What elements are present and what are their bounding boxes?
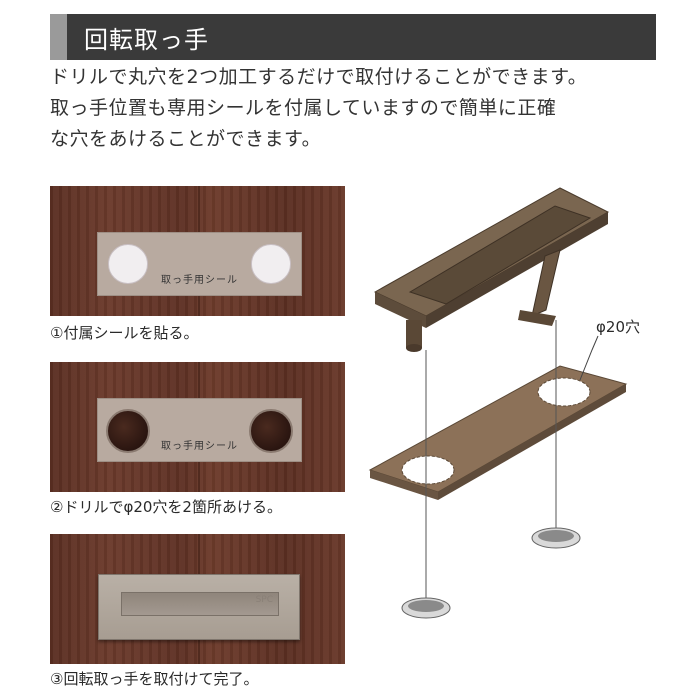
handle-side-face xyxy=(426,212,608,328)
step3-photo: SPC xyxy=(50,534,345,664)
handle-recess xyxy=(121,592,279,616)
sticker-circle-right xyxy=(251,244,291,284)
left-post-cap xyxy=(406,344,422,352)
door-hole-left-inner xyxy=(408,600,444,612)
template-plate-edge xyxy=(370,470,438,500)
intro-line: な穴をあけることができます。 xyxy=(50,128,322,150)
handle-inner-recess xyxy=(408,205,592,305)
drilled-sticker: 取っ手用シール xyxy=(97,398,302,462)
intro-text: ドリルで丸穴を2つ加工するだけで取付けることができます。 取っ手位置も専用シール… xyxy=(50,62,670,155)
installed-handle: SPC xyxy=(98,574,300,640)
step2-photo: 取っ手用シール xyxy=(50,362,345,492)
left-post xyxy=(406,320,422,348)
handle-mark: SPC xyxy=(255,595,273,605)
handle-sticker: 取っ手用シール xyxy=(97,232,302,296)
callout-leader xyxy=(579,335,599,381)
template-hole-right xyxy=(537,377,591,407)
intro-line: ドリルで丸穴を2つ加工するだけで取付けることができます。 xyxy=(50,66,588,88)
sticker-circle-left xyxy=(108,244,148,284)
step2-caption: ②ドリルでφ20穴を2箇所あける。 xyxy=(50,498,282,516)
section-header: 回転取っ手 xyxy=(50,14,656,60)
step1-caption: ①付属シールを貼る。 xyxy=(50,324,199,342)
drilled-hole-left xyxy=(106,409,150,453)
sticker-label: 取っ手用シール xyxy=(161,275,238,286)
drilled-hole-right xyxy=(249,409,293,453)
exploded-diagram xyxy=(360,170,680,630)
step1-photo: 取っ手用シール xyxy=(50,186,345,316)
intro-line: 取っ手位置も専用シールを付属していますので簡単に正確 xyxy=(50,97,557,119)
step3-caption: ③回転取っ手を取付けて完了。 xyxy=(50,670,259,688)
door-hole-right-inner xyxy=(538,530,574,542)
handle-front-face xyxy=(375,292,426,328)
diagram-svg xyxy=(368,187,628,619)
swivel-foot xyxy=(518,310,556,326)
section-title: 回転取っ手 xyxy=(84,26,209,54)
sticker-label: 取っ手用シール xyxy=(161,441,238,452)
hole-callout: φ20穴 xyxy=(596,318,640,336)
swivel-arm xyxy=(531,249,561,317)
header-accent-bar xyxy=(50,14,67,60)
template-hole-left xyxy=(401,455,455,485)
template-plate-side xyxy=(438,384,626,500)
